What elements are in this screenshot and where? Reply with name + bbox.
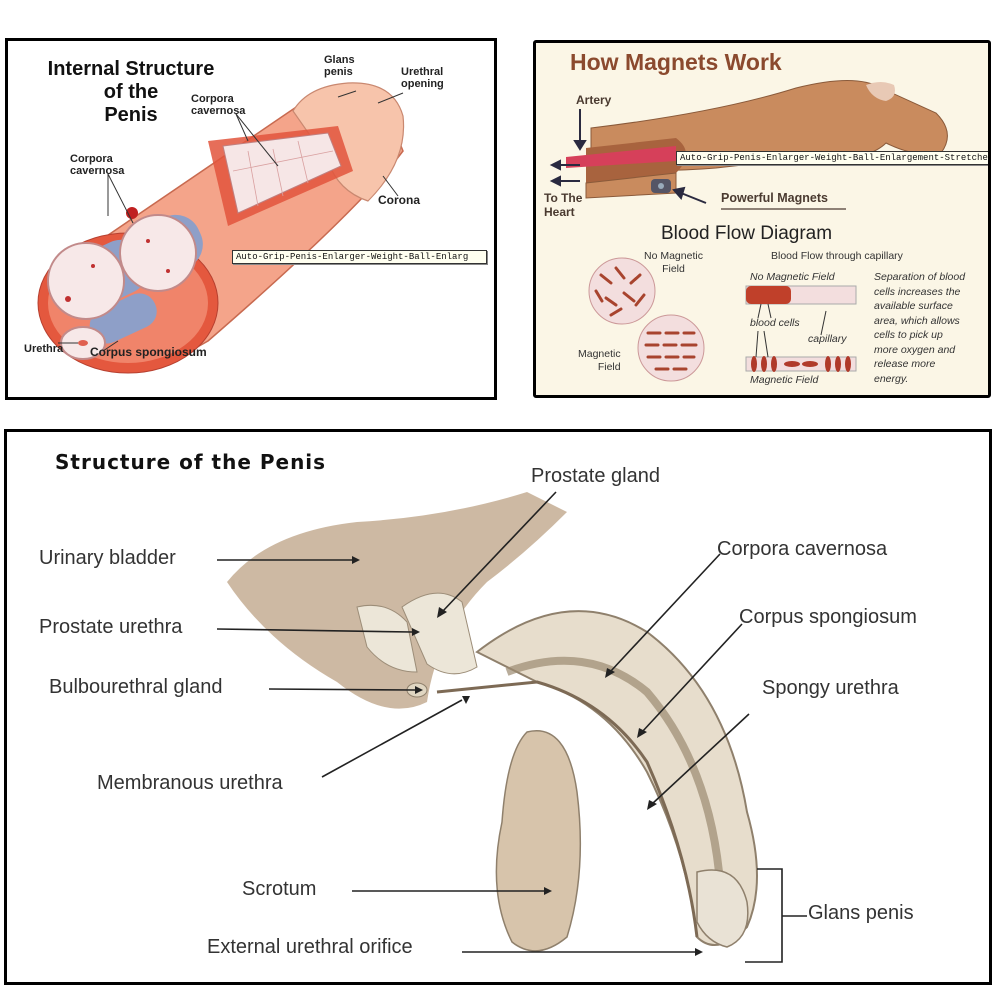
structure-panel: Structure of the Penis Urinary bladder P… [4,429,992,985]
explanation-line: Separation of blood [874,271,966,283]
label-urinary-bladder: Urinary bladder [39,547,176,569]
label-urethral-opening: Urethral opening [401,66,444,90]
label-blood-cells: blood cells [750,317,800,329]
arm-magnet-illustration [549,80,948,382]
penis-cross-section-illustration [37,82,405,374]
how-magnets-work-panel: How Magnets Work Artery To The Heart Pow… [533,40,991,398]
label-to-the-heart-line2: Heart [544,205,575,219]
label-no-magnetic-field-line1: No Magnetic [644,250,703,262]
label-corpora-top-line2: cavernosa [191,105,246,117]
label-prostate-gland: Prostate gland [531,465,660,487]
label-powerful-magnets: Powerful Magnets [721,191,828,205]
label-external-urethral-orifice: External urethral orifice [207,936,413,958]
product-tooltip: Auto-Grip-Penis-Enlarger-Weight-Ball-Enl… [232,250,487,264]
label-glans-penis-line1: Glans [324,54,355,66]
label-capillary: capillary [808,333,847,345]
explanation-text: Separation of blood cells increases the … [874,270,965,386]
label-magnetic-field-line1: Magnetic [578,348,621,360]
label-urethral-opening-line1: Urethral [401,66,444,78]
label-corpus-spongiosum: Corpus spongiosum [90,345,207,359]
label-glans-penis: Glans penis [324,54,355,78]
blood-flow-diagram-title: Blood Flow Diagram [661,223,833,244]
label-urethra: Urethra [24,343,64,355]
label-to-the-heart: To The Heart [544,191,582,219]
label-scrotum: Scrotum [242,878,317,900]
label-corpora-cavernosa-left: Corpora cavernosa [70,153,124,177]
panel-title: How Magnets Work [570,49,782,75]
label-glans-penis: Glans penis [808,902,914,924]
label-cap-no-field: No Magnetic Field [750,271,835,283]
label-cap-magnetic-field: Magnetic Field [750,374,819,386]
internal-structure-panel: Internal Structure of the Penis Glans pe… [5,38,497,400]
label-corpora-left-line1: Corpora [70,153,113,165]
panel-title: Internal Structure [47,58,215,80]
label-corpora-left-line2: cavernosa [70,165,125,177]
explanation-line: release more [874,358,936,370]
explanation-line: available surface [874,300,953,312]
explanation-line: more oxygen and [874,343,956,356]
label-no-magnetic-field: No Magnetic Field [644,250,703,276]
label-no-magnetic-field-line2: Field [662,263,685,275]
label-capillary-heading: Blood Flow through capillary [771,250,903,262]
label-membranous-urethra: Membranous urethra [97,772,283,794]
label-bulbourethral-gland: Bulbourethral gland [49,676,223,698]
label-to-the-heart-line1: To The [544,191,583,205]
panel-title: Structure of the Penis [55,450,327,474]
product-tooltip: Auto-Grip-Penis-Enlarger-Weight-Ball-Enl… [676,151,988,165]
panel-title-line2: of the [103,81,159,103]
label-magnetic-field: Magnetic Field [578,348,621,374]
label-urethral-opening-line2: opening [401,78,444,90]
label-corpora-top-line1: Corpora [191,93,234,105]
label-spongy-urethra: Spongy urethra [762,677,899,699]
explanation-line: cells to pick up [874,329,943,341]
label-glans-penis-line2: penis [324,66,353,78]
sagittal-anatomy-illustration [216,491,807,963]
label-corpora-cavernosa: Corpora cavernosa [717,538,888,560]
label-prostate-urethra: Prostate urethra [39,616,183,638]
label-corona: Corona [378,193,420,207]
explanation-line: area, which allows [874,314,960,327]
explanation-line: energy. [874,372,909,385]
label-magnetic-field-line2: Field [597,361,621,373]
label-corpora-cavernosa-top: Corpora cavernosa [191,93,245,117]
explanation-line: cells increases the [874,285,961,298]
panel-title-line3: Penis [104,104,158,126]
label-artery: Artery [576,93,612,107]
label-corpus-spongiosum: Corpus spongiosum [739,606,917,628]
